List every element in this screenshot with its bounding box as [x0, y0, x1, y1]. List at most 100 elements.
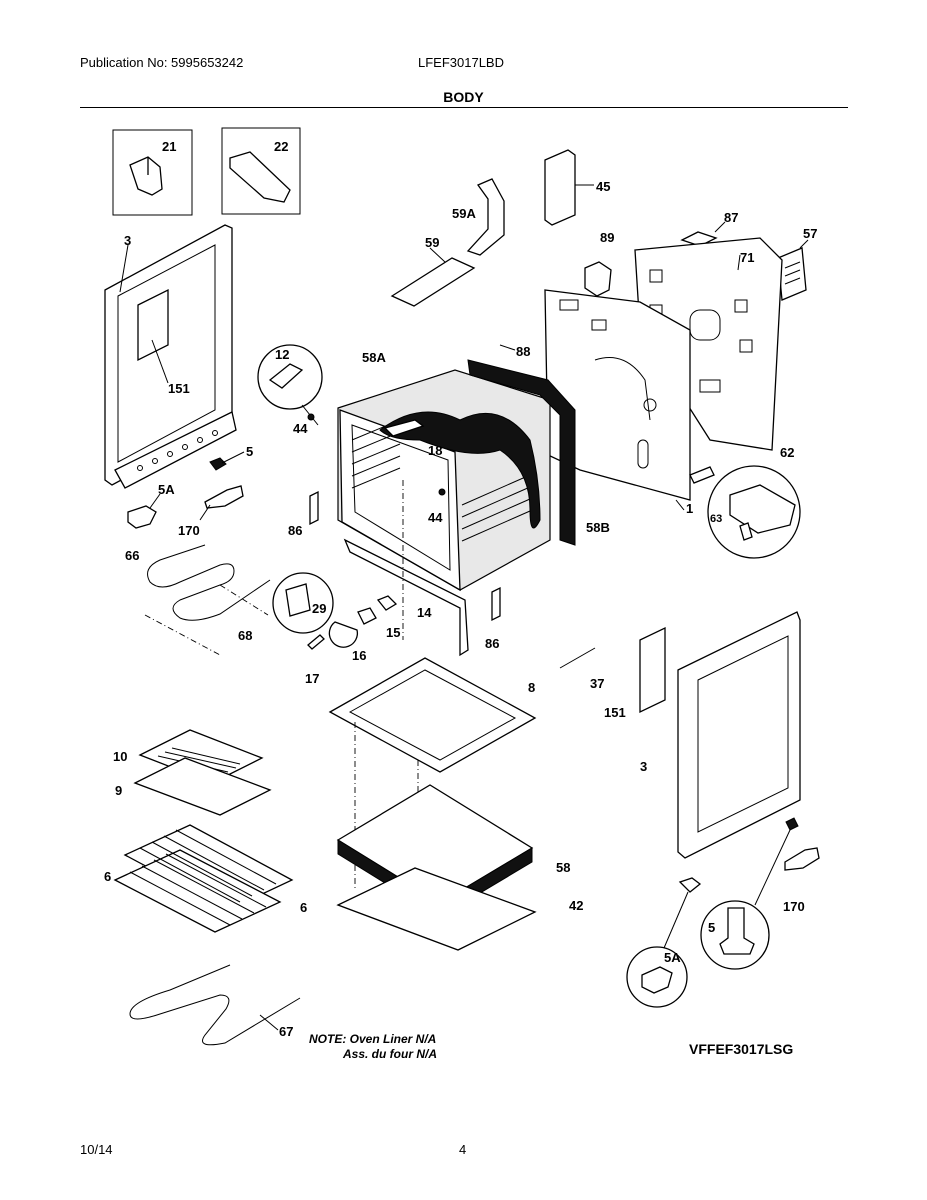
callout-89: 89 — [600, 230, 614, 245]
leveling-leg-left — [209, 457, 227, 471]
callout-5a-right: 5A — [664, 950, 681, 965]
terminal-block-small — [689, 466, 715, 484]
callout-62: 62 — [780, 445, 794, 460]
callout-58: 58 — [556, 860, 570, 875]
part-22-bracket — [229, 151, 291, 203]
rack-bars — [129, 829, 277, 926]
callout-22: 22 — [274, 139, 288, 154]
callout-86-left: 86 — [288, 523, 302, 538]
hinge-receiver-86-right — [491, 586, 501, 622]
bake-element-66 — [147, 544, 271, 621]
bottom-panel-42 — [336, 867, 537, 951]
part-21-box — [112, 129, 193, 216]
leveling-leg-5 — [719, 907, 755, 955]
callout-5-left: 5 — [246, 444, 253, 459]
callout-57: 57 — [803, 226, 817, 241]
insulation-58a-wrap — [379, 411, 541, 529]
vent-cover-57 — [777, 247, 807, 301]
footer-date: 10/14 — [80, 1142, 113, 1157]
oven-bottom-8-inner — [348, 669, 517, 761]
part-151-left-bracket — [137, 288, 169, 362]
callout-42: 42 — [569, 898, 583, 913]
header-rule — [80, 107, 848, 108]
callout-18: 18 — [428, 443, 442, 458]
callout-71: 71 — [740, 250, 754, 265]
callout-17: 17 — [305, 671, 319, 686]
part-63 — [739, 522, 753, 541]
section-title: BODY — [443, 89, 484, 105]
anti-tip-bracket-left — [204, 485, 244, 509]
part-29 — [285, 583, 311, 617]
part-21-clip — [129, 156, 163, 196]
note-line-2: Ass. du four N/A — [342, 1047, 437, 1061]
leveling-leg-right-small — [785, 817, 799, 831]
right-side-panel-inner — [697, 635, 789, 833]
callout-5a-left: 5A — [158, 482, 175, 497]
wire-37 — [559, 647, 596, 669]
callout-3-left: 3 — [124, 233, 131, 248]
callout-15: 15 — [386, 625, 400, 640]
callout-1: 1 — [686, 501, 693, 516]
callout-9: 9 — [115, 783, 122, 798]
lamp-bulb-15 — [357, 607, 377, 625]
callout-3-right: 3 — [640, 759, 647, 774]
hinge-receiver-86-left — [309, 490, 319, 526]
callout-67: 67 — [279, 1024, 293, 1039]
insulation-58b — [467, 359, 576, 546]
callout-8: 8 — [528, 680, 535, 695]
callout-88: 88 — [516, 344, 530, 359]
lamp-lens-16 — [328, 621, 359, 648]
part-151-right-bracket — [639, 626, 666, 714]
part-18 — [383, 419, 425, 437]
lens-clip-17 — [307, 634, 325, 650]
leg-bracket-5a-right — [641, 966, 673, 994]
callout-151-left: 151 — [168, 381, 190, 396]
callout-87: 87 — [724, 210, 738, 225]
diagram-model-code: VFFEF3017LSG — [689, 1041, 793, 1057]
note-line-1: NOTE: Oven Liner N/A — [309, 1032, 436, 1046]
callout-63: 63 — [710, 513, 722, 525]
footer-page-number: 4 — [459, 1142, 467, 1157]
anti-tip-bracket-right — [784, 847, 820, 871]
insulation-59a — [466, 178, 505, 256]
callout-151-right: 151 — [604, 705, 626, 720]
callout-170-left: 170 — [178, 523, 200, 538]
callout-21: 21 — [162, 139, 176, 154]
publication-number: Publication No: 5995653242 — [80, 55, 244, 70]
right-side-panel — [677, 611, 801, 859]
back-frame-details — [559, 299, 657, 469]
callout-29: 29 — [312, 601, 326, 616]
callout-66: 66 — [125, 548, 139, 563]
callout-170-right: 170 — [783, 899, 805, 914]
callout-37: 37 — [590, 676, 604, 691]
callout-6-left: 6 — [104, 869, 111, 884]
oven-cavity-opening — [351, 424, 451, 571]
callout-14: 14 — [417, 605, 432, 620]
part-22-box — [221, 127, 301, 215]
broiler-pan-9 — [133, 757, 272, 816]
callout-5-right: 5 — [708, 920, 715, 935]
part-89 — [584, 261, 612, 297]
left-side-panel-inner — [117, 244, 216, 463]
callout-59: 59 — [425, 235, 439, 250]
callout-6-right: 6 — [300, 900, 307, 915]
insulation-59 — [390, 257, 476, 307]
callout-86-right: 86 — [485, 636, 499, 651]
callout-12: 12 — [275, 347, 289, 362]
callout-44-mid: 44 — [428, 510, 443, 525]
callout-59a: 59A — [452, 206, 476, 221]
leg-bracket-5a-left — [127, 505, 157, 529]
callout-68: 68 — [238, 628, 252, 643]
vent-duct-45 — [544, 149, 576, 226]
leg-bracket-right-small — [678, 877, 702, 893]
lamp-receptacle-14 — [376, 595, 398, 611]
callout-58a: 58A — [362, 350, 386, 365]
callout-10: 10 — [113, 749, 127, 764]
callout-16: 16 — [352, 648, 366, 663]
lamp-socket-12 — [268, 363, 304, 389]
oven-rack-6-bottom — [113, 849, 282, 933]
front-frame-lower — [343, 538, 469, 657]
callout-45: 45 — [596, 179, 610, 194]
model-number: LFEF3017LBD — [418, 55, 504, 70]
